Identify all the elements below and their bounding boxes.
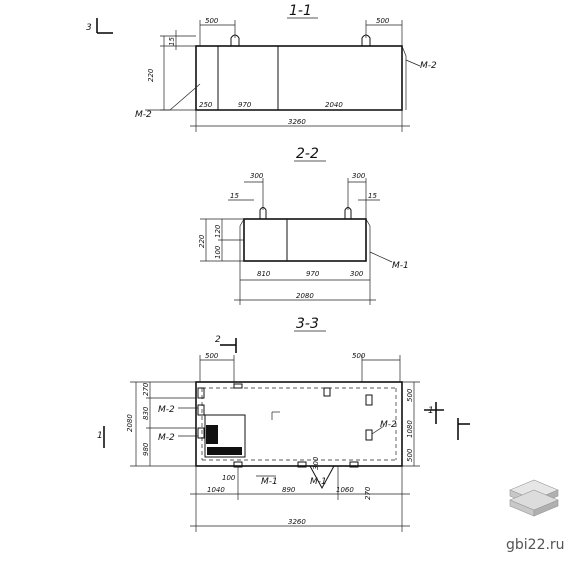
label-m1-b: М-1 [310,477,327,487]
dim-3260: 3260 [288,118,306,126]
opening [204,414,246,458]
dim-980: 980 [142,442,150,456]
section-2-2: 2-2 300 300 15 15 220 100 120 [198,146,409,305]
dim-1040: 1040 [207,486,225,494]
dim-300: 300 [350,270,364,278]
dim-500-right: 500 [352,352,366,360]
dim-500-r1: 500 [406,388,414,402]
section-2-2-title: 2-2 [296,146,319,162]
leader-line [371,425,385,435]
dim-2080: 2080 [126,414,134,432]
side-marker-right: 1 [428,406,434,416]
dim-2080: 2080 [296,292,314,300]
embed-plate [197,387,205,399]
dim-500-right: 500 [376,17,390,25]
dim-270-bottom: 270 [364,486,372,500]
dim-300: 300 [312,456,320,470]
dim-500-left: 500 [205,17,219,25]
label-m1: М-1 [392,261,409,271]
dim-2040: 2040 [325,101,343,109]
dim-15: 15 [168,37,176,46]
leader-line [405,59,421,67]
dim-970: 970 [238,101,252,109]
dim-500-r2: 500 [406,448,414,462]
watermark-text: gbi22.ru [506,537,565,553]
dim-1060: 1060 [336,486,354,494]
plan-outline [195,381,403,467]
label-m1-a: М-1 [261,477,278,487]
slab-outline [243,218,367,262]
side-marker-left: 1 [97,431,103,441]
end-bevel [401,45,407,57]
dim-1080: 1080 [406,420,414,438]
section-3-3-title: 3-3 [296,316,319,332]
embed-plate [323,387,331,397]
dim-15-right: 15 [368,192,377,200]
embed-plate [349,461,359,468]
leader-line [369,251,393,263]
dim-500-left: 500 [205,352,219,360]
section-1-1-title: 1-1 [289,3,312,19]
recess [309,465,335,490]
slab-outline [195,45,403,111]
bevel [239,218,245,227]
label-m2-right: М-2 [420,61,437,71]
embed-plate [233,383,243,389]
dim-890: 890 [282,486,296,494]
dim-810: 810 [257,270,271,278]
dim-970: 970 [306,270,320,278]
dim-220: 220 [198,234,206,248]
dim-3260: 3260 [288,518,306,526]
site-logo [509,479,559,517]
label-m2-left-a: М-2 [158,405,175,415]
section-marker-3: 3 [86,23,92,33]
dim-15-left: 15 [230,192,239,200]
section-marker-2: 2 [215,335,221,345]
dim-250: 250 [199,101,213,109]
dim-220: 220 [147,68,155,82]
embed-plate [365,429,373,441]
dim-100: 100 [222,474,236,482]
dim-300-right: 300 [352,172,366,180]
opening-fill [206,425,218,444]
dim-830: 830 [142,406,150,420]
section-1-1: 1-1 3 500 500 15 220 [86,3,437,132]
dim-270: 270 [142,382,150,396]
embed-plate [197,427,205,439]
label-m2-left: М-2 [135,110,152,120]
label-m2-right: М-2 [380,420,397,430]
section-3-3: 3-3 2 500 [97,316,470,532]
embed-plate [297,461,307,468]
opening-fill [207,447,242,455]
embed-plate [197,404,205,416]
dim-100: 100 [214,245,222,259]
leader-line [169,83,201,111]
embed-plate [365,394,373,406]
dim-300-left: 300 [250,172,264,180]
label-m2-left-b: М-2 [158,433,175,443]
bevel [365,218,371,227]
dim-120: 120 [214,224,222,238]
